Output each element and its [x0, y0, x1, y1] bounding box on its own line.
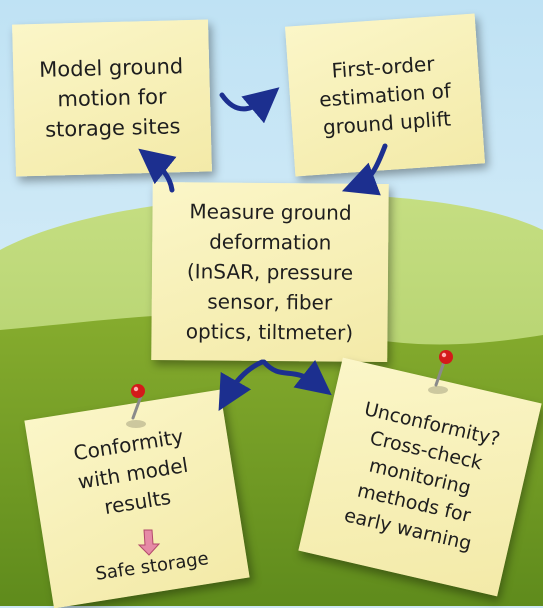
down-arrow-icon: [137, 529, 161, 556]
curved-arrow-icon: [261, 359, 332, 396]
push-pin-icon: [428, 350, 453, 394]
curved-arrow-icon: [341, 143, 388, 196]
curved-arrow-icon: [138, 148, 177, 193]
push-pin-icon: [126, 384, 146, 428]
curved-arrow-icon: [219, 87, 280, 124]
curved-arrow-icon: [218, 359, 265, 412]
